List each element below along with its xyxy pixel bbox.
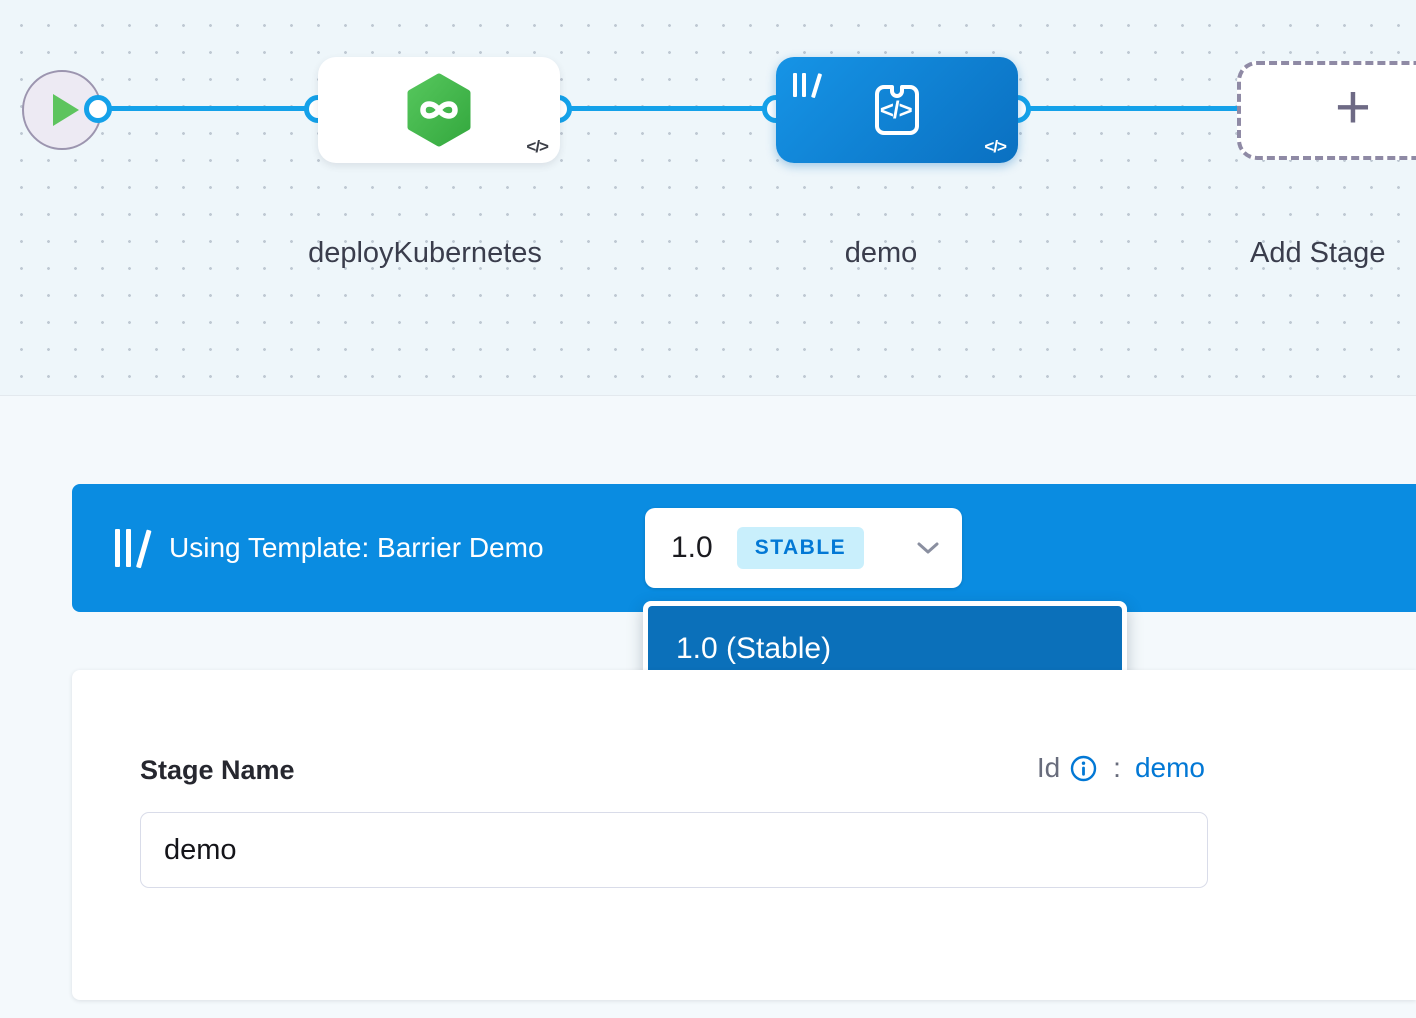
custom-stage-icon: </> — [860, 73, 934, 147]
stable-badge: STABLE — [736, 527, 865, 569]
chevron-down-icon — [917, 542, 939, 554]
stage-node-deploykubernetes[interactable]: </> — [318, 57, 560, 163]
stage-config-section: Using Template: Barrier Demo 1.0 STABLE … — [0, 397, 1416, 1018]
edge-stage1-to-stage2 — [558, 106, 778, 111]
play-icon — [53, 94, 79, 126]
stage-id-row: Id : demo — [1037, 752, 1205, 784]
add-stage-label[interactable]: Add Stage — [1250, 237, 1386, 269]
stage-label-demo[interactable]: demo — [844, 237, 918, 269]
info-icon[interactable] — [1070, 755, 1097, 782]
template-version-select[interactable]: 1.0 STABLE — [645, 508, 962, 588]
stage-node-demo[interactable]: </> </> — [776, 57, 1018, 163]
template-library-icon — [793, 73, 823, 99]
edge-start-to-stage1 — [98, 106, 320, 111]
stage-label-deploykubernetes[interactable]: deployKubernetes — [308, 237, 542, 269]
id-colon: : — [1113, 752, 1121, 783]
plus-icon: + — [1334, 73, 1372, 142]
stage-id-value[interactable]: demo — [1134, 752, 1205, 783]
edge-stage2-to-addstage — [1017, 106, 1239, 111]
stage-overview-panel: Stage Name Id : demo — [72, 670, 1416, 1000]
id-label: Id — [1036, 752, 1061, 783]
port-start-out[interactable] — [84, 95, 112, 123]
stage-name-label: Stage Name — [140, 755, 295, 785]
version-number: 1.0 — [671, 531, 713, 564]
template-library-icon — [115, 527, 152, 569]
template-banner-label: Using Template: Barrier Demo — [169, 532, 544, 563]
template-banner: Using Template: Barrier Demo 1.0 STABLE — [72, 484, 1416, 612]
yaml-code-icon[interactable]: </> — [526, 137, 549, 156]
pipeline-canvas[interactable]: </> </> </> + deployKubernetes demo Add … — [0, 0, 1416, 396]
stage-name-input[interactable] — [140, 812, 1208, 888]
yaml-code-icon[interactable]: </> — [984, 137, 1007, 156]
deploy-stage-icon — [407, 73, 471, 147]
add-stage-button[interactable]: + — [1237, 61, 1416, 160]
